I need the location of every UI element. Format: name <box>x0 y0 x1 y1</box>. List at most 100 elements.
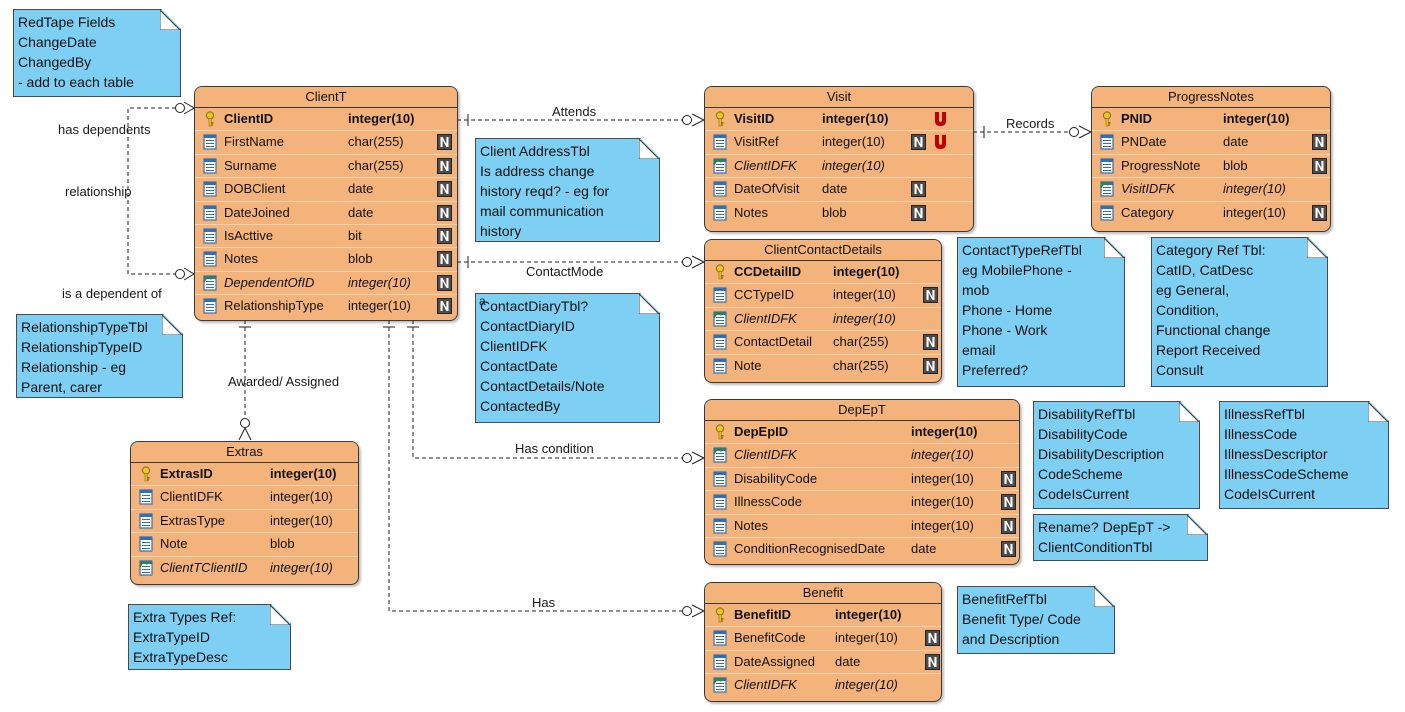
field-type: integer(10) <box>833 310 896 326</box>
nullable-icon <box>1312 134 1327 151</box>
nullable-icon <box>1312 134 1327 151</box>
column-icon <box>203 204 217 221</box>
nullable-icon <box>437 181 452 198</box>
nullable-icon <box>1312 204 1327 221</box>
nullable-icon <box>923 287 938 304</box>
field-type: integer(10) <box>822 134 885 150</box>
nullable-icon <box>437 274 452 291</box>
nullable-icon <box>437 134 452 151</box>
note-line: RelationshipTypeID <box>21 339 143 355</box>
note-line: eg MobilePhone - <box>962 262 1072 278</box>
primary-key-icon <box>715 111 725 127</box>
column-icon <box>203 158 217 174</box>
field-name: ClientIDFK <box>734 157 797 173</box>
field-name: FirstName <box>224 134 284 150</box>
field-name: Category <box>1121 204 1174 220</box>
note-line: and Description <box>962 631 1060 647</box>
field-name: IsActtive <box>224 227 274 243</box>
nullable-icon <box>911 134 926 151</box>
primary-key-icon <box>205 111 215 127</box>
field-name: DateAssigned <box>734 653 815 669</box>
field-type: integer(10) <box>833 287 896 303</box>
note-line: ClientConditionTbl <box>1038 539 1153 555</box>
note-line: IllnessDescriptor <box>1224 446 1328 462</box>
note-rename-depept[interactable]: Rename? DepEpT ->ClientConditionTbl <box>1033 514 1208 561</box>
nullable-icon <box>923 334 938 351</box>
column-icon <box>203 298 217 314</box>
column-icon <box>713 630 727 646</box>
field-type: integer(10) <box>822 111 889 126</box>
column-icon <box>713 134 727 150</box>
field-name: Notes <box>734 204 768 220</box>
note-line: IllnessCode <box>1224 426 1298 442</box>
note-line: ContactDetails/Note <box>480 378 605 394</box>
primary-key-icon <box>141 466 151 482</box>
label-attends: Attends <box>552 104 597 119</box>
nullable-icon <box>911 181 926 198</box>
note-line: Preferred? <box>962 362 1029 378</box>
field-type: integer(10) <box>835 607 902 622</box>
field-name: Note <box>734 357 762 373</box>
nullable-icon <box>437 298 452 315</box>
note-line: IllnessCodeScheme <box>1224 466 1349 482</box>
primary-key-icon <box>715 424 725 440</box>
field-type: date <box>822 181 848 197</box>
